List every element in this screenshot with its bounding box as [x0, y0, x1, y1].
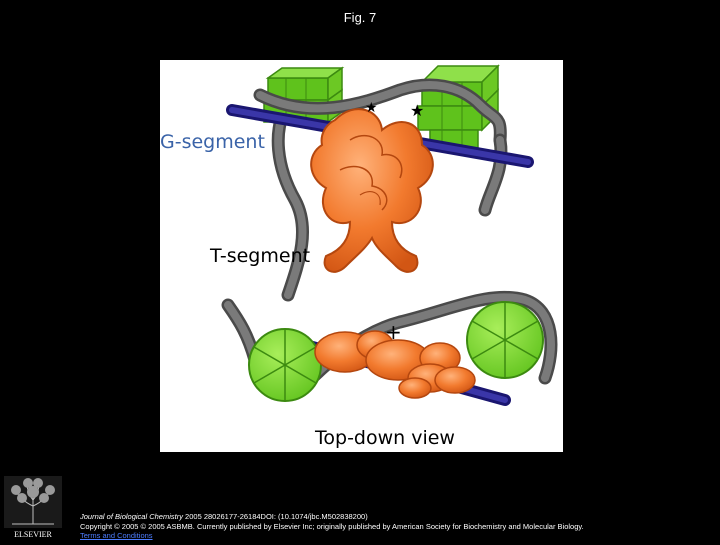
journal-name: Journal of Biological Chemistry: [80, 512, 183, 521]
elsevier-wordmark: ELSEVIER: [14, 530, 52, 539]
enzyme-top: ★ ★: [310, 100, 434, 273]
slide-title: Fig. 7: [343, 10, 377, 25]
t-segment-label: T-segment: [210, 245, 311, 267]
elsevier-tree-icon: ELSEVIER: [4, 476, 62, 539]
figure-panel: ★ ★: [160, 60, 563, 452]
nucleosome-disc-left: [248, 328, 322, 402]
figure-illustration: ★ ★: [221, 64, 558, 406]
citation-details: 2005 28026177-26184DOI: (10.1074/jbc.M50…: [182, 512, 368, 521]
terms-link[interactable]: Terms and Conditions: [80, 531, 153, 540]
svg-text:★: ★: [410, 101, 424, 120]
elsevier-logo: ELSEVIER: [4, 476, 62, 540]
top-down-view-label: Top-down view: [315, 427, 455, 449]
enzyme-bottom: [314, 330, 476, 399]
plus-sign: +: [385, 320, 402, 344]
citation-block: Journal of Biological Chemistry 2005 280…: [80, 512, 600, 541]
svg-text:★: ★: [365, 100, 378, 116]
g-segment-label: G-segment: [160, 131, 265, 153]
copyright-text: Copyright © 2005 © 2005 ASBMB. Currently…: [80, 521, 584, 531]
nucleosome-disc-right: [466, 301, 544, 379]
